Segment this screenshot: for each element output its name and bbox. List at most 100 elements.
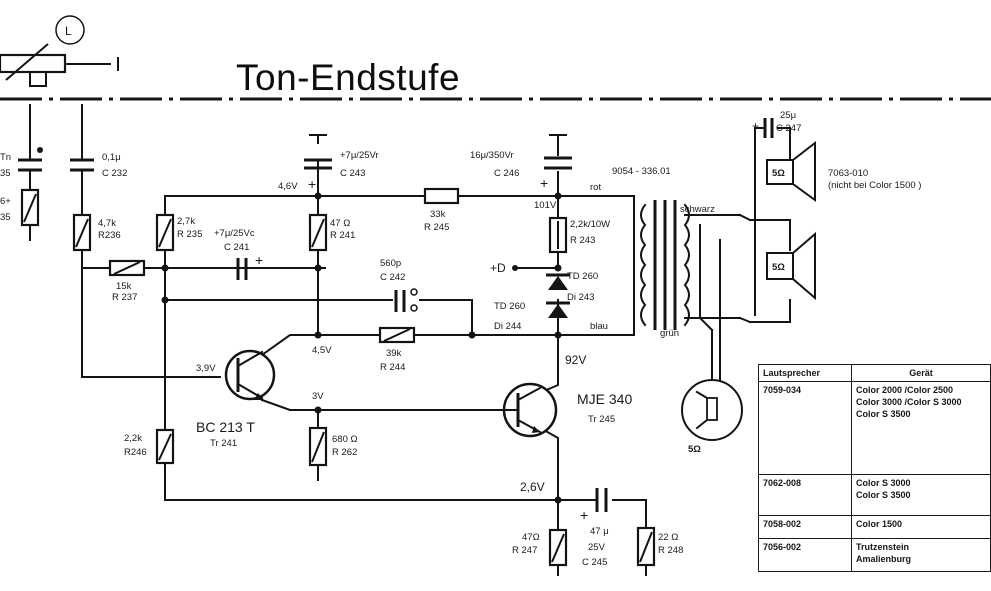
- mje340-type: MJE 340: [577, 391, 632, 407]
- r235-ref: R 235: [177, 229, 202, 240]
- resistor-r248: [636, 526, 656, 567]
- c242-value: 560p: [380, 258, 401, 269]
- v39: 3,9V: [196, 363, 216, 374]
- device-cell: Color S 3000 Color S 3500: [851, 474, 991, 516]
- resistor-r247: [548, 528, 568, 567]
- device-line: Color S 3500: [856, 490, 911, 500]
- resistor-r262: [308, 426, 328, 467]
- di243-ref: Di 243: [567, 292, 594, 303]
- td260-upper: TD 260: [567, 271, 598, 282]
- di244-ref: Di 244: [494, 321, 521, 332]
- capacitor-c242: [394, 288, 418, 312]
- c241-value: +7μ/25Vc: [214, 228, 255, 239]
- c241-ref: C 241: [224, 242, 249, 253]
- resistor-r236: [72, 213, 92, 252]
- c245-value: 47 μ: [590, 526, 609, 537]
- wire-gruen: grün: [660, 328, 679, 339]
- wire-schwarz: schwarz: [680, 204, 715, 215]
- wire-blau: blau: [590, 321, 608, 332]
- c247-ref: C 247: [776, 123, 801, 134]
- transistor-bc213: [224, 349, 276, 401]
- resistor-r245: [423, 187, 460, 205]
- speakers: 5Ω 5Ω 5Ω: [681, 140, 816, 455]
- resistor-r243: [548, 216, 568, 254]
- r262-value: 680 Ω: [332, 434, 358, 445]
- v26: 2,6V: [520, 480, 545, 494]
- r245-ref: R 245: [424, 222, 449, 233]
- left-res-num: 35: [0, 212, 11, 223]
- bc213-type: BC 213 T: [196, 419, 255, 435]
- c242-ref: C 242: [380, 272, 405, 283]
- svg-text:+: +: [255, 252, 263, 268]
- capacitor-left-fragment: [18, 147, 43, 172]
- capacitor-c246: +: [540, 134, 572, 191]
- device-cell: Color 2000 /Color 2500 Color 3000 /Color…: [851, 381, 991, 475]
- table-row: 7056-002 Trutzenstein Amalienburg: [758, 538, 991, 572]
- c232-value: 0,1μ: [102, 152, 121, 163]
- c245-voltage: 25V: [588, 542, 606, 553]
- device-cell: Trutzenstein Amalienburg: [851, 538, 991, 572]
- speaker-round-imp: 5Ω: [688, 444, 701, 455]
- speaker-bottom: 5Ω: [766, 231, 816, 301]
- r236-value: 4,7k: [98, 218, 116, 229]
- junctions: [161, 192, 562, 504]
- device-line: Color 1500: [856, 519, 903, 529]
- speaker-cell: 7056-002: [758, 538, 852, 572]
- c247-value: 25μ: [780, 110, 796, 121]
- r243-value: 2,2k/10W: [570, 219, 610, 230]
- resistor-left-fragment: [20, 188, 40, 227]
- capacitor-c232: [70, 158, 94, 172]
- header-device: Gerät: [851, 364, 991, 382]
- speaker-round: 5Ω: [681, 379, 743, 455]
- device-line: Color 3000 /Color S 3000: [856, 397, 962, 407]
- capacitor-c245: +: [580, 488, 608, 523]
- resistors: [20, 187, 656, 567]
- diodes: [546, 273, 570, 318]
- capacitors: + + + +: [18, 118, 774, 523]
- resistor-r235: [155, 213, 175, 252]
- diode-di244: [546, 301, 570, 318]
- device-cell: Color 1500: [851, 515, 991, 539]
- v46: 4,6V: [278, 181, 298, 192]
- transistor-mje340: [502, 382, 558, 438]
- r248-value: 22 Ω: [658, 532, 678, 543]
- r244-value: 39k: [386, 348, 402, 359]
- r245-value: 33k: [430, 209, 446, 220]
- tr241-ref: Tr 241: [210, 438, 237, 449]
- component-labels: Tn 35 6+ 35 0,1μ C 232 4,7k R236 15k R 2…: [0, 110, 921, 568]
- device-line: Amalienburg: [856, 554, 912, 564]
- left-res-val: 6+: [0, 196, 11, 207]
- resistor-r244: [378, 326, 416, 344]
- speaker-bottom-imp: 5Ω: [772, 262, 785, 273]
- capacitor-c241: +: [236, 252, 263, 280]
- c243-ref: C 243: [340, 168, 365, 179]
- r241-value: 47 Ω: [330, 218, 350, 229]
- title: Ton-Endstufe: [236, 57, 460, 98]
- r243-ref: R 243: [570, 235, 595, 246]
- r248-ref: R 248: [658, 545, 683, 556]
- resistor-r237: [108, 259, 146, 277]
- v101: 101V: [534, 200, 557, 211]
- svg-text:+: +: [308, 176, 316, 192]
- svg-text:+: +: [580, 507, 588, 523]
- r237-ref: R 237: [112, 292, 137, 303]
- transistors: [224, 349, 558, 438]
- r236-ref: R236: [98, 230, 121, 241]
- capacitor-c243: [304, 134, 332, 197]
- device-line: Color S 3500: [856, 409, 911, 419]
- td260-lower: TD 260: [494, 301, 525, 312]
- c246-ref: C 246: [494, 168, 519, 179]
- r237-value: 15k: [116, 281, 132, 292]
- transformer-ref: 9054 - 336.01: [612, 166, 671, 177]
- speaker-note: (nicht bei Color 1500 ): [828, 180, 921, 191]
- v45: 4,5V: [312, 345, 332, 356]
- potentiometer-fragment: L: [0, 15, 119, 87]
- device-line: Color S 3000: [856, 478, 911, 488]
- r235-value: 2,7k: [177, 216, 195, 227]
- speaker-cell: 7059-034: [758, 381, 852, 475]
- r246-value: 2,2k: [124, 433, 142, 444]
- diode-di243: [546, 273, 570, 290]
- r247-ref: R 247: [512, 545, 537, 556]
- v92: 92V: [565, 353, 586, 367]
- table-row: 7062-008 Color S 3000 Color S 3500: [758, 474, 991, 516]
